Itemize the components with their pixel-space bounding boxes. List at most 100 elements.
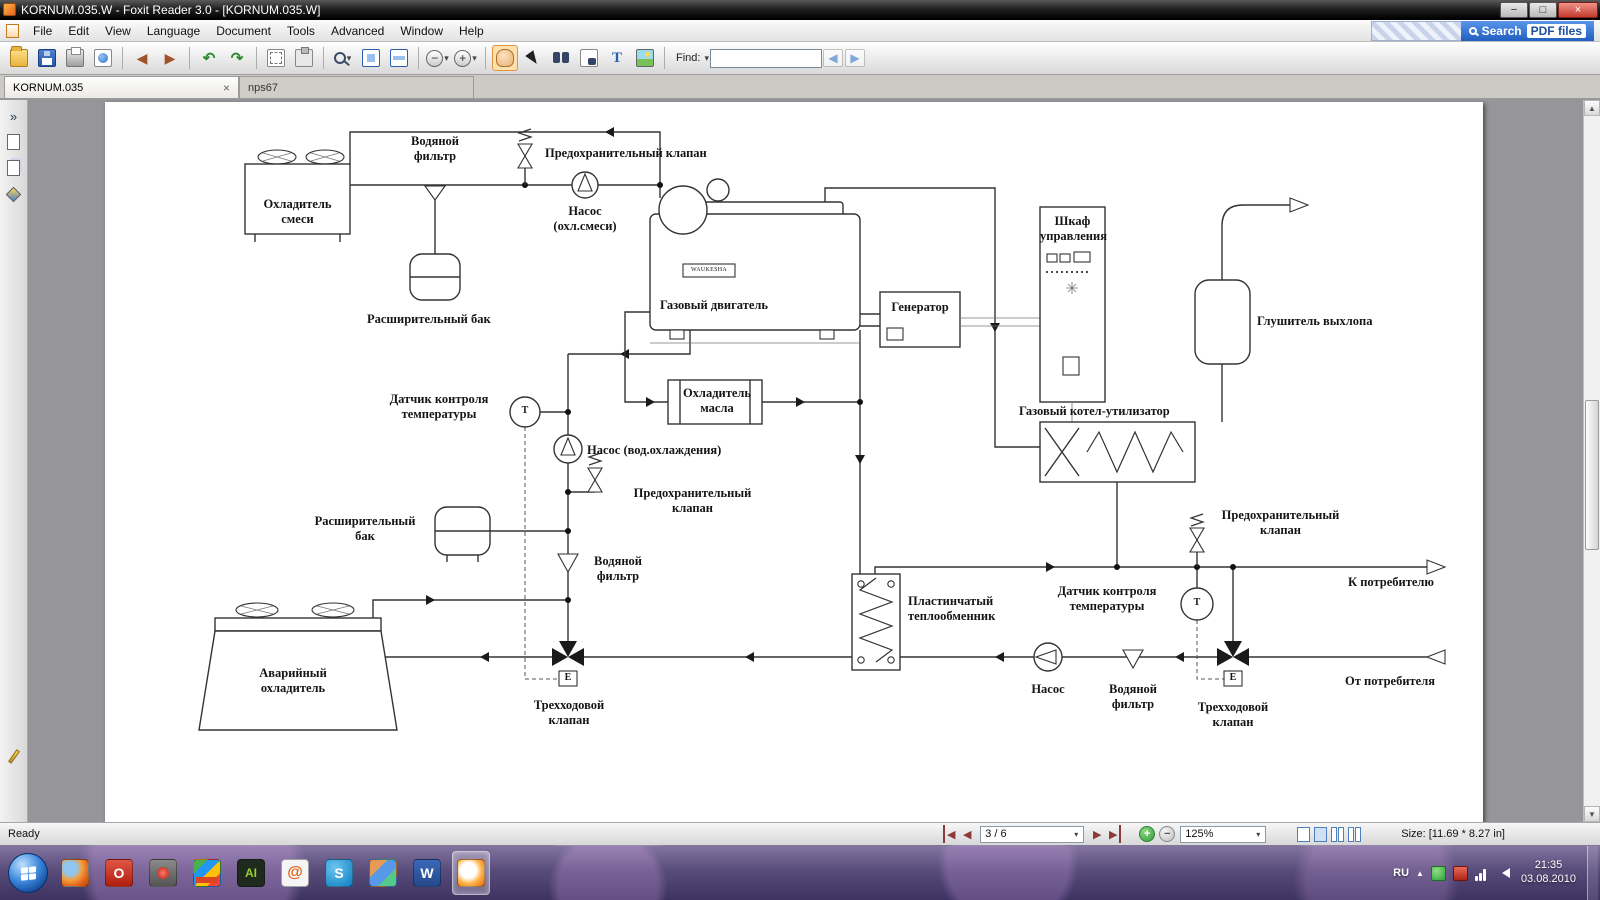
menu-advanced[interactable]: Advanced [323, 22, 392, 40]
save-button[interactable] [34, 45, 60, 71]
minimize-button[interactable]: − [1500, 2, 1528, 18]
toolbar-separator [256, 47, 257, 69]
page-number-box[interactable]: 3 / 6 ▾ [980, 826, 1084, 843]
image-tool-icon [636, 49, 654, 67]
search-icon [1469, 27, 1477, 35]
scrollbar-up-button[interactable]: ▲ [1584, 100, 1600, 116]
tab-kornum[interactable]: KORNUM.035 × [4, 76, 239, 98]
hidden-icons-button[interactable]: ▲ [1416, 869, 1424, 878]
fit-page-button[interactable] [358, 45, 384, 71]
tab-nps67[interactable]: nps67 [239, 76, 474, 98]
fit-width-button[interactable] [386, 45, 412, 71]
maximize-button[interactable]: □ [1529, 2, 1557, 18]
firefox-taskbar-button[interactable] [56, 851, 94, 895]
status-zoom-out-button[interactable]: − [1159, 826, 1175, 842]
menu-language[interactable]: Language [139, 22, 208, 40]
menu-file[interactable]: File [25, 22, 60, 40]
zoom-box-caret[interactable]: ▾ [1256, 830, 1260, 839]
find-input[interactable] [710, 49, 822, 68]
safety-valve-right [1190, 514, 1204, 567]
printer-icon [66, 49, 84, 67]
next-page-button[interactable]: ▶ [1087, 825, 1107, 843]
text-tool-button[interactable]: T [604, 45, 630, 71]
zoom-level-box[interactable]: 125% ▾ [1180, 826, 1266, 843]
thumbnails-panel-button[interactable] [4, 158, 24, 178]
app-cube-taskbar-button[interactable] [364, 851, 402, 895]
search-pdf-banner[interactable]: Search PDF files [1371, 21, 1594, 41]
menu-edit[interactable]: Edit [60, 22, 97, 40]
scrollbar-thumb[interactable] [1585, 400, 1599, 550]
network-tray-icon[interactable] [1475, 866, 1490, 881]
comments-panel-button[interactable] [4, 746, 24, 766]
next-view-button[interactable]: ↷ [224, 45, 250, 71]
clipboard-button[interactable] [291, 45, 317, 71]
foxit-taskbar-button[interactable] [452, 851, 490, 895]
clock[interactable]: 21:35 03.08.2010 [1521, 859, 1576, 887]
mail-agent-taskbar-button[interactable]: @ [276, 851, 314, 895]
zoom-out-caret[interactable]: ▾ [444, 53, 449, 64]
zoom-out-button[interactable]: −▾ [425, 45, 451, 71]
forward-button[interactable]: ▶ [157, 45, 183, 71]
sidebar-collapse-button[interactable]: » [4, 106, 24, 126]
media-player-taskbar-button[interactable] [144, 851, 182, 895]
toolbar: ◀ ▶ ↶ ↷ ▾ −▾ +▾ T Find: ▾ ◀ ▶ [0, 42, 1600, 75]
pdf-page[interactable]: Охладитель смеси Водяной фильтр Предохра… [105, 102, 1483, 822]
waste-heat-boiler [1040, 422, 1195, 482]
first-page-button[interactable]: ◀ [943, 825, 957, 843]
vertical-scrollbar[interactable]: ▲ ▼ [1583, 100, 1600, 822]
label-oil-cooler: Охладитель масла [678, 386, 756, 416]
label-pump-bottom: Насос [1020, 682, 1076, 697]
opera-taskbar-button[interactable]: O [100, 851, 138, 895]
continuous-view-button[interactable] [1314, 827, 1327, 842]
show-desktop-button[interactable] [1587, 846, 1598, 900]
hand-tool-button[interactable] [492, 45, 518, 71]
select-tool-button[interactable] [520, 45, 546, 71]
zoom-in-icon: + [454, 50, 471, 67]
volume-tray-icon[interactable] [1497, 868, 1510, 878]
pages-panel-button[interactable] [4, 132, 24, 152]
menu-window[interactable]: Window [392, 22, 451, 40]
start-button[interactable] [8, 853, 48, 893]
menu-view[interactable]: View [97, 22, 139, 40]
continuous-facing-view-button[interactable] [1348, 827, 1361, 842]
word-taskbar-button[interactable]: W [408, 851, 446, 895]
status-zoom-in-button[interactable]: + [1139, 826, 1155, 842]
zoom-in-button[interactable]: +▾ [453, 45, 479, 71]
facing-view-button[interactable] [1331, 827, 1344, 842]
menu-help[interactable]: Help [451, 22, 492, 40]
skype-taskbar-button[interactable]: S [320, 851, 358, 895]
single-page-view-button[interactable] [1297, 827, 1310, 842]
page-box-caret[interactable]: ▾ [1074, 830, 1078, 839]
scrollbar-down-button[interactable]: ▼ [1584, 806, 1600, 822]
label-exhaust-muffler: Глушитель выхлопа [1257, 314, 1372, 329]
back-button[interactable]: ◀ [129, 45, 155, 71]
update-tray-icon[interactable] [1453, 866, 1468, 881]
illustrator-taskbar-button[interactable]: AI [232, 851, 270, 895]
mapgis-taskbar-button[interactable] [188, 851, 226, 895]
menu-document[interactable]: Document [208, 22, 279, 40]
previous-view-button[interactable]: ↶ [196, 45, 222, 71]
image-tool-button[interactable] [632, 45, 658, 71]
print-button[interactable] [62, 45, 88, 71]
toolbar-separator [323, 47, 324, 69]
find-previous-button[interactable]: ◀ [823, 49, 843, 67]
illustrator-icon: AI [237, 859, 265, 887]
find-tool-button[interactable] [548, 45, 574, 71]
close-button[interactable]: × [1558, 2, 1598, 18]
menu-tools[interactable]: Tools [279, 22, 323, 40]
email-button[interactable] [90, 45, 116, 71]
last-page-button[interactable]: ▶ [1107, 825, 1121, 843]
open-button[interactable] [6, 45, 32, 71]
find-caret[interactable]: ▾ [704, 53, 709, 64]
layers-panel-button[interactable] [4, 184, 24, 204]
snapshot-button[interactable] [263, 45, 289, 71]
zoom-in-caret[interactable]: ▾ [472, 53, 477, 64]
search-banner-label: Search [1482, 24, 1522, 38]
previous-page-button[interactable]: ◀ [957, 825, 977, 843]
zoom-tool-button[interactable]: ▾ [330, 45, 356, 71]
tab-close-icon[interactable]: × [223, 82, 230, 94]
antivirus-tray-icon[interactable] [1431, 866, 1446, 881]
search-document-button[interactable] [576, 45, 602, 71]
language-indicator[interactable]: RU [1393, 867, 1409, 879]
find-next-button[interactable]: ▶ [845, 49, 865, 67]
